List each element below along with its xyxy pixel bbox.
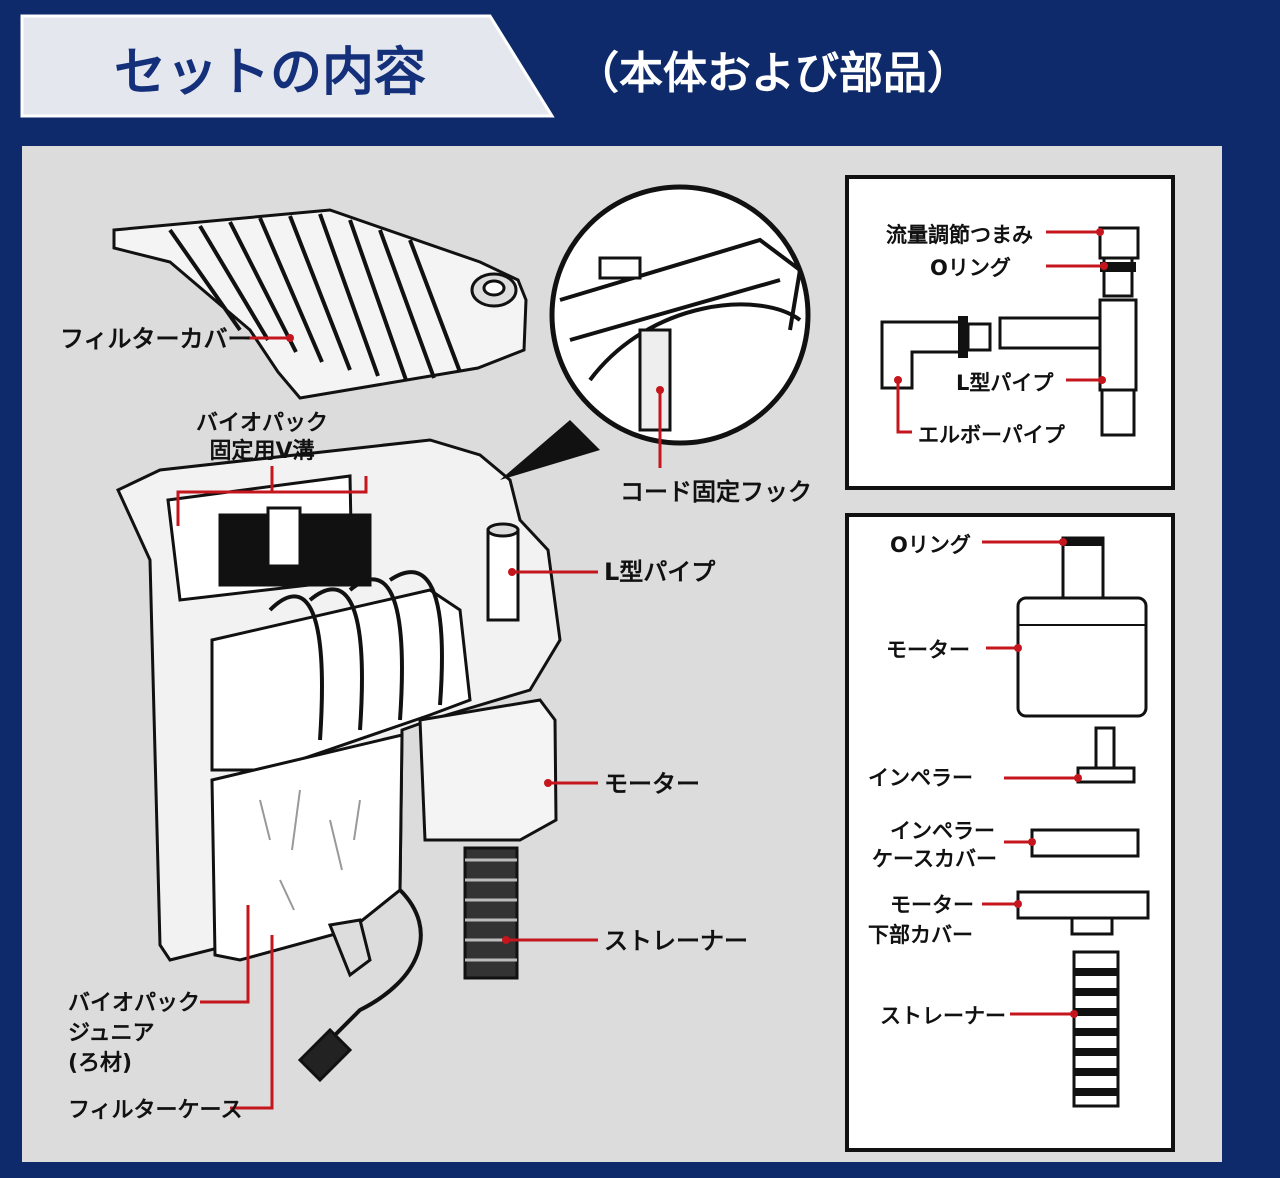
label-pipe-l-pipe: L型パイプ <box>956 371 1054 395</box>
label-filter-cover: フィルターカバー <box>60 325 252 353</box>
label-motor: モーター <box>604 770 700 798</box>
label-impeller-cover-line1: インペラー <box>890 819 995 843</box>
main-leader-dots <box>286 334 664 944</box>
label-biopack-junior-line1: バイオパック <box>68 991 200 1016</box>
label-motor-lower-line1: モーター <box>890 893 974 917</box>
main-leaders <box>176 336 662 1110</box>
label-impeller-cover-line2: ケースカバー <box>872 847 997 871</box>
label-biopack-junior-line2: ジュニア <box>68 1021 154 1046</box>
label-flow-knob: 流量調節つまみ <box>886 223 1033 247</box>
label-impeller: インペラー <box>868 766 973 790</box>
label-biopack-groove-line2: 固定用V溝 <box>209 438 314 464</box>
filter-case-illustration <box>116 438 562 1083</box>
label-elbow-pipe: エルボーパイプ <box>918 423 1066 447</box>
label-biopack-groove-line1: バイオパック <box>196 411 328 436</box>
label-motor-lower-line2: 下部カバー <box>868 923 973 947</box>
pipe-parts-box: 流量調節つまみ Oリング L型パイプ エルボーパイプ <box>845 175 1175 490</box>
title-tab <box>20 14 555 118</box>
label-box-motor: モーター <box>886 638 970 662</box>
label-box-strainer: ストレーナー <box>880 1004 1006 1028</box>
label-biopack-junior-line3: (ろ材) <box>68 1051 132 1076</box>
label-motor-o-ring: Oリング <box>890 533 971 557</box>
label-l-pipe: L型パイプ <box>604 558 716 586</box>
label-filter-case: フィルターケース <box>68 1098 242 1123</box>
page-title: セットの内容 <box>114 43 426 103</box>
label-pipe-o-ring: Oリング <box>930 256 1011 280</box>
motor-parts-box: Oリング モーター インペラー インペラー ケースカバー モーター 下部カバー … <box>845 513 1175 1152</box>
main-labels: フィルターカバー バイオパック 固定用V溝 コード固定フック L型パイプ モータ… <box>60 325 812 1123</box>
filter-cover-illustration <box>112 208 528 400</box>
label-cord-hook: コード固定フック <box>620 478 812 506</box>
cord-hook-zoom <box>500 184 811 480</box>
page-subtitle: （本体および部品） <box>575 48 971 99</box>
label-strainer: ストレーナー <box>604 927 748 955</box>
